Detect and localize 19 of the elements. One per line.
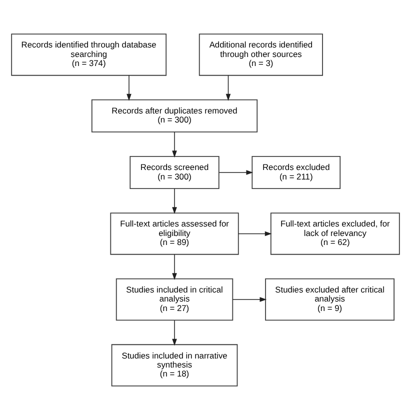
node-box: Records identified through database searching (n = 374) [11, 33, 167, 76]
node-box: Full-text articles excluded, for lack of relevancy (n = 62) [270, 212, 400, 254]
arrow [238, 230, 272, 236]
node-box: Records screened (n = 300) [130, 156, 220, 189]
node-box: Studies included in critical analysis (n = 27) [116, 278, 234, 320]
arrow [226, 74, 231, 100]
node-box: Studies excluded after critical analysis (n = 9) [265, 278, 395, 320]
node-box: Records excluded (n = 211) [252, 156, 341, 189]
node-box: Full-text articles assessed for eligibility (n = 89) [110, 212, 239, 254]
arrow [232, 296, 267, 302]
arrow [172, 319, 177, 346]
arrow [172, 254, 177, 280]
node-box: Additional records identified through other sources (n = 3) [198, 33, 323, 76]
arrow [218, 170, 254, 174]
arrow [172, 131, 177, 158]
arrow [172, 188, 177, 214]
node-box: Studies included in narrative synthesis (n = 18) [111, 344, 238, 386]
node-box: Records after duplicates removed (n = 300) [91, 98, 258, 132]
arrow [126, 74, 132, 100]
